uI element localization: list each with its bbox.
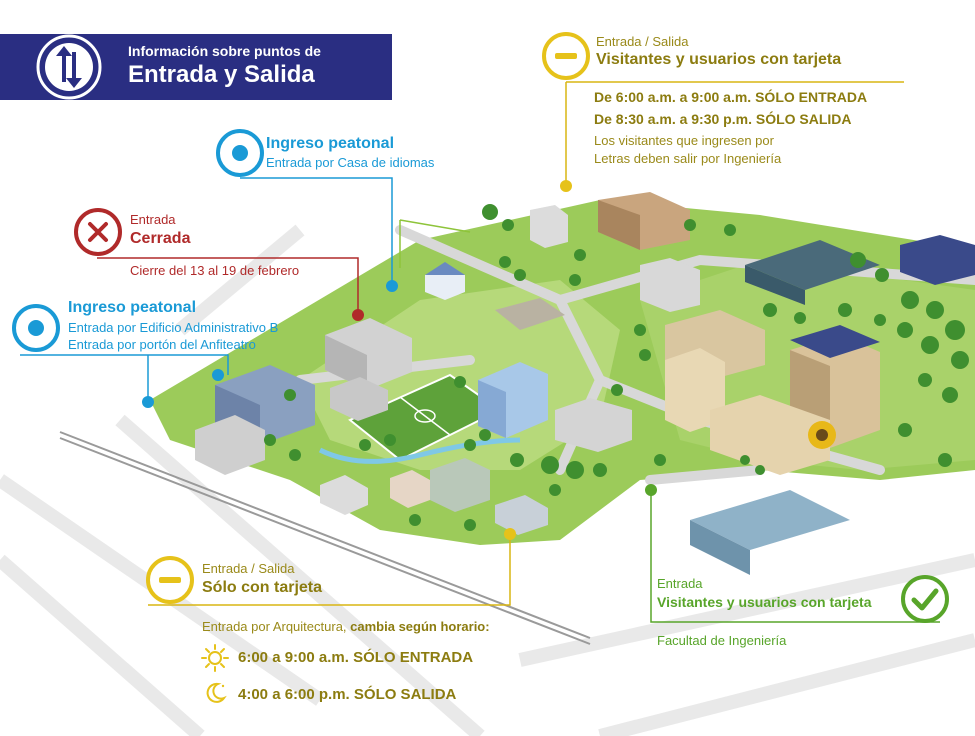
cerrada-kicker: Entrada xyxy=(130,212,176,227)
pin-peatonal-admin-b xyxy=(142,396,154,408)
ingenieria-line1: Facultad de Ingeniería xyxy=(657,633,787,648)
minus-circle-icon xyxy=(144,554,196,611)
arquitectura-sched1: 6:00 a 9:00 a.m. SÓLO ENTRADA xyxy=(238,649,474,666)
railway-track xyxy=(59,431,591,645)
pin-arquitectura xyxy=(504,528,516,540)
check-circle-icon xyxy=(899,573,951,630)
up-down-arrows-icon xyxy=(36,34,102,100)
header-title-line1: Información sobre puntos de xyxy=(128,43,321,59)
header-title-line2: Entrada y Salida xyxy=(128,61,315,88)
map-pins xyxy=(142,180,657,540)
pin-cerrada xyxy=(352,309,364,321)
arquitectura-kicker: Entrada / Salida xyxy=(202,561,295,576)
target-circle-icon xyxy=(214,127,266,184)
sun-icon xyxy=(200,643,230,678)
x-circle-icon xyxy=(72,206,124,263)
cerrada-line1: Cierre del 13 al 19 de febrero xyxy=(130,263,300,278)
cerrada-title: Cerrada xyxy=(130,230,191,247)
leader-lines xyxy=(20,81,940,623)
arquitectura-intro-text: Entrada por Arquitectura, xyxy=(202,619,351,634)
buildings xyxy=(195,192,975,575)
trees xyxy=(264,204,969,531)
arquitectura-sched2: 4:00 a 6:00 p.m. SÓLO SALIDA xyxy=(238,686,457,703)
pin-letras xyxy=(560,180,572,192)
letras-note1: Los visitantes que ingresen por xyxy=(594,133,774,148)
letras-sched2: De 8:30 a.m. a 9:30 p.m. SÓLO SALIDA xyxy=(594,111,852,127)
peatonal-admin-line1: Entrada por Edificio Administrativo B xyxy=(68,320,279,335)
letras-sched1: De 6:00 a.m. a 9:00 a.m. SÓLO ENTRADA xyxy=(594,89,868,105)
ingenieria-title: Visitantes y usuarios con tarjeta xyxy=(657,594,872,610)
peatonal-idiomas-line1: Entrada por Casa de idiomas xyxy=(266,155,435,170)
target-circle-icon xyxy=(10,302,62,359)
peatonal-admin-line2: Entrada por portón del Anfiteatro xyxy=(68,337,256,352)
background-streets xyxy=(0,224,975,736)
peatonal-idiomas-title: Ingreso peatonal xyxy=(266,135,395,152)
letras-kicker: Entrada / Salida xyxy=(596,34,689,49)
moon-icon xyxy=(202,680,228,711)
ingenieria-kicker: Entrada xyxy=(657,576,703,591)
peatonal-admin-title: Ingreso peatonal xyxy=(68,299,197,316)
letras-title: Visitantes y usuarios con tarjeta xyxy=(596,51,842,68)
pin-peatonal-admin-a xyxy=(212,369,224,381)
minus-circle-icon xyxy=(540,30,592,87)
letras-note2: Letras deben salir por Ingeniería xyxy=(594,151,782,166)
pin-peatonal-idiomas xyxy=(386,280,398,292)
pin-ingenieria xyxy=(645,484,657,496)
arquitectura-title: Sólo con tarjeta xyxy=(202,579,323,596)
arquitectura-intro: Entrada por Arquitectura, cambia según h… xyxy=(202,619,490,634)
arquitectura-intro-bold: cambia según horario: xyxy=(350,619,490,634)
water-channel xyxy=(318,437,521,464)
